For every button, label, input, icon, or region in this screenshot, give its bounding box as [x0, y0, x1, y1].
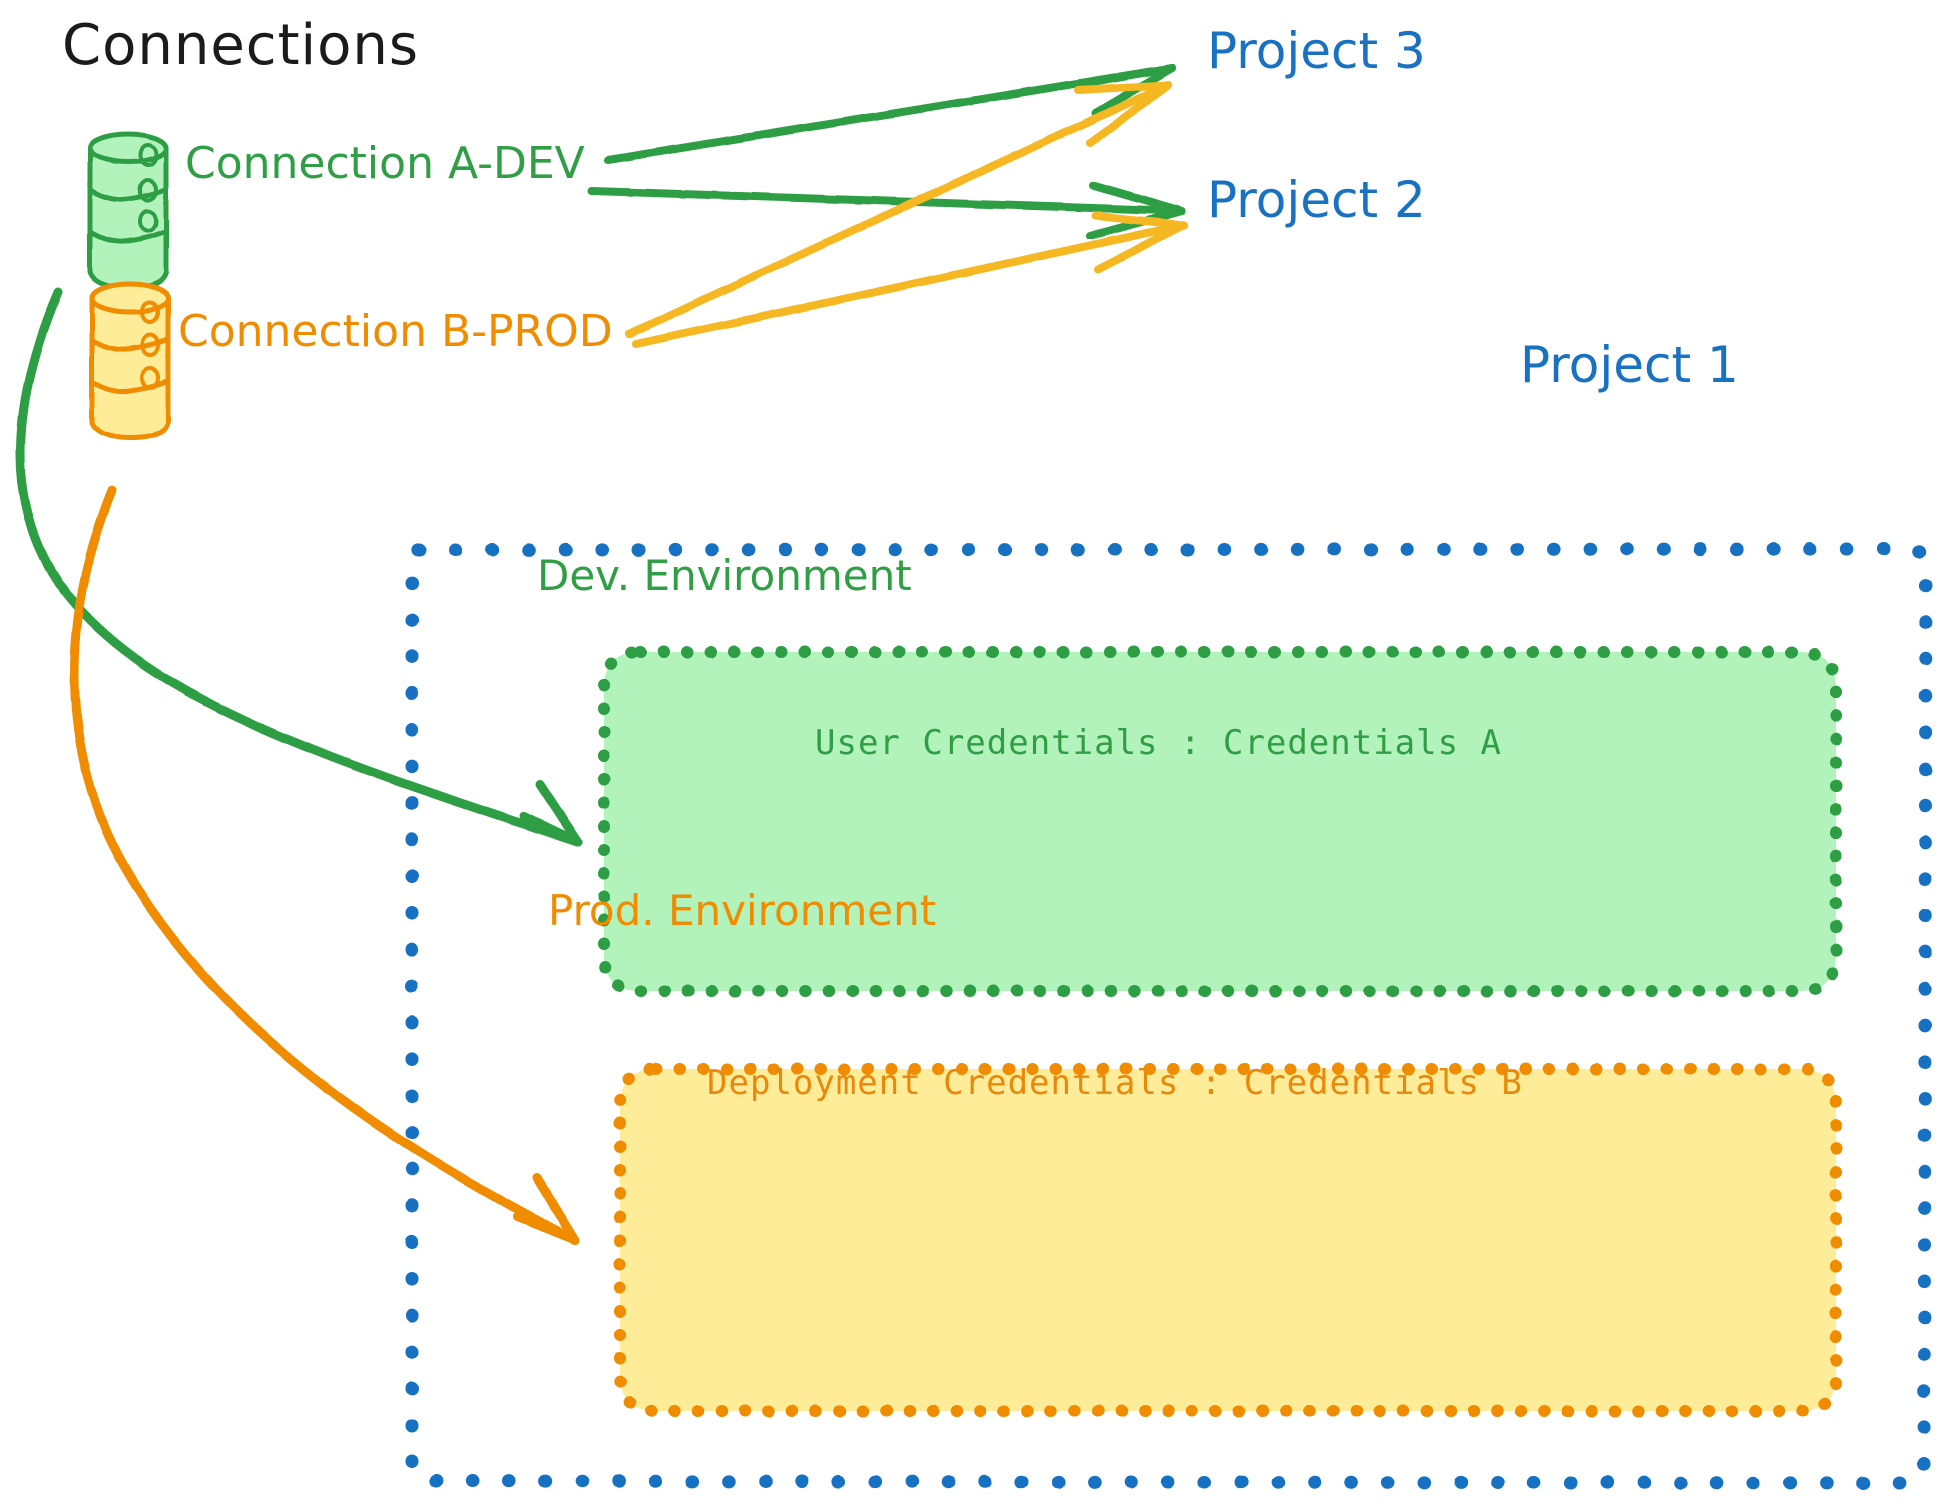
project-2-label[interactable]: Project 2: [1207, 171, 1426, 229]
prod-environment-box[interactable]: [614, 1063, 1842, 1417]
prod-environment-title: Prod. Environment: [548, 886, 937, 935]
dev-environment-credentials: User Credentials : Credentials A: [815, 723, 1503, 763]
project-1-label[interactable]: Project 1: [1520, 336, 1739, 394]
arrow-a-dev-to-project-3: [604, 64, 1176, 164]
connection-b-prod-label[interactable]: Connection B-PROD: [178, 306, 613, 357]
page-title: Connections: [62, 13, 420, 78]
dev-environment-title: Dev. Environment: [537, 551, 912, 600]
database-cylinder-icon-green[interactable]: [87, 131, 169, 291]
arrow-b-prod-to-project-3: [625, 81, 1172, 338]
database-cylinder-icon-orange[interactable]: [89, 281, 171, 441]
arrow-b-prod-to-project-2: [632, 212, 1188, 348]
project-3-label[interactable]: Project 3: [1207, 22, 1426, 80]
prod-environment-credentials: Deployment Credentials : Credentials B: [707, 1063, 1523, 1103]
arrow-a-dev-to-dev-environment: [16, 287, 583, 847]
connection-a-dev-label[interactable]: Connection A-DEV: [185, 138, 585, 189]
arrow-b-prod-to-prod-environment: [70, 485, 580, 1245]
dev-environment-box[interactable]: [598, 646, 1842, 997]
